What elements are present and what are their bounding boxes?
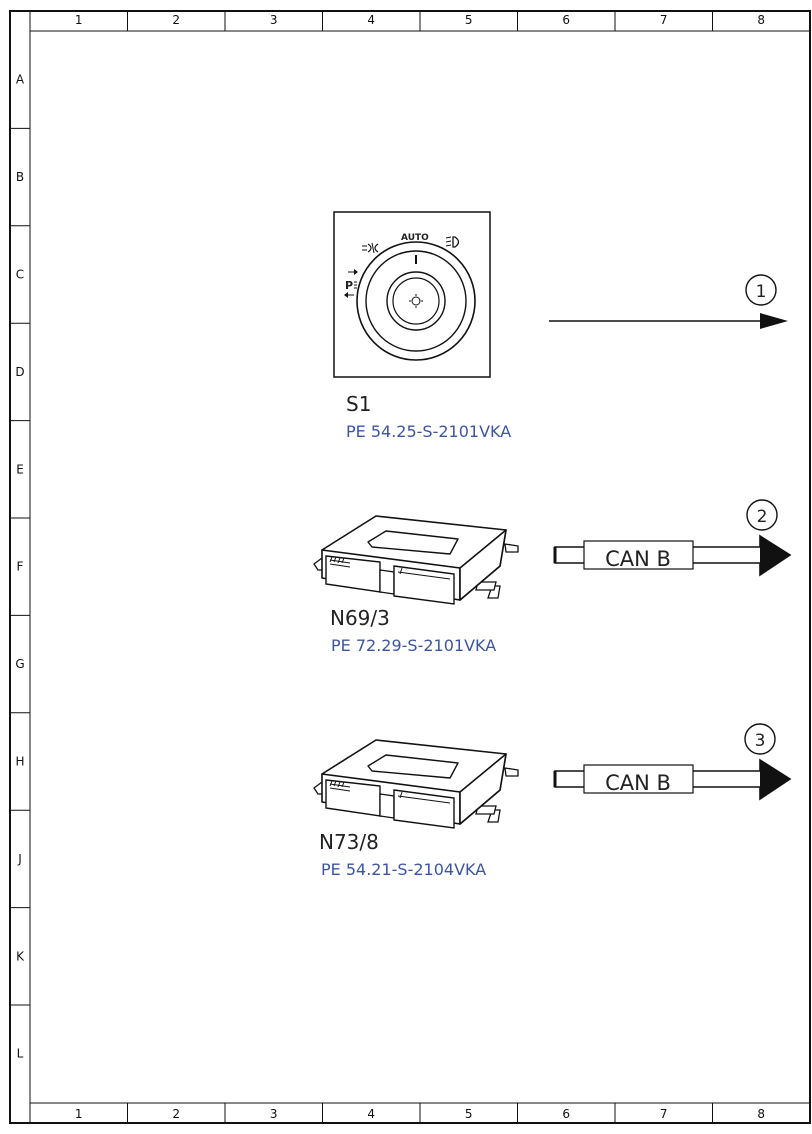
parking-label: P <box>345 279 353 292</box>
connection-3: CAN B 3 <box>553 723 792 801</box>
grid-column-label-top: 7 <box>660 13 668 27</box>
control-unit-icon <box>313 515 519 605</box>
grid-row-label: G <box>15 657 24 671</box>
connection-number: 1 <box>756 282 767 302</box>
connection-number: 3 <box>755 731 766 751</box>
grid-column-labels: 1 1 2 2 3 3 4 4 5 5 6 6 7 7 8 8 <box>75 11 765 1123</box>
bus-label: CAN B <box>605 547 671 571</box>
component-reference-n73-8[interactable]: PE 54.21-S-2104VKA <box>321 860 486 879</box>
grid-row-label: D <box>15 365 24 379</box>
grid-column-label-bottom: 3 <box>270 1107 278 1121</box>
grid-row-label: H <box>15 755 24 769</box>
component-s1[interactable]: AUTO P S1 PE 54.25-S-2101VKA <box>333 211 511 441</box>
grid-column-label-top: 4 <box>367 13 375 27</box>
control-unit-icon <box>313 739 519 829</box>
auto-label: AUTO <box>401 233 429 243</box>
connection-number-badge <box>746 499 778 531</box>
grid-row-label: B <box>16 170 24 184</box>
component-reference-n69-3[interactable]: PE 72.29-S-2101VKA <box>331 636 496 655</box>
grid-column-label-top: 1 <box>75 13 83 27</box>
component-n73-8[interactable]: N73/8 PE 54.21-S-2104VKA <box>313 739 519 879</box>
light-switch-icon <box>333 211 491 378</box>
grid-row-label: A <box>16 73 25 87</box>
grid-row-label: F <box>17 560 24 574</box>
grid-column-label-top: 6 <box>562 13 570 27</box>
bus-arrow-icon <box>760 536 790 575</box>
grid-column-label-bottom: 6 <box>562 1107 570 1121</box>
grid-column-label-top: 3 <box>270 13 278 27</box>
connection-number: 2 <box>757 507 768 527</box>
bus-label-box <box>583 764 694 794</box>
grid-column-label-bottom: 1 <box>75 1107 83 1121</box>
grid-row-label: L <box>17 1047 24 1061</box>
connection-number-badge <box>745 274 777 306</box>
component-n69-3[interactable]: N69/3 PE 72.29-S-2101VKA <box>313 515 519 655</box>
grid-column-label-top: 5 <box>465 13 473 27</box>
arrow-head-icon <box>760 313 788 329</box>
bus-arrow-icon <box>760 760 790 799</box>
connection-2: CAN B 2 <box>553 499 792 577</box>
grid-column-label-bottom: 2 <box>172 1107 180 1121</box>
bus-label: CAN B <box>605 771 671 795</box>
grid-row-label: J <box>17 852 22 866</box>
grid-row-label: E <box>16 462 24 476</box>
grid-column-label-bottom: 8 <box>757 1107 765 1121</box>
component-reference-s1[interactable]: PE 54.25-S-2101VKA <box>346 422 511 441</box>
component-code-n69-3: N69/3 <box>330 606 390 630</box>
connection-number-badge <box>744 723 776 755</box>
headlight-icon <box>445 236 460 248</box>
grid-column-label-bottom: 4 <box>367 1107 375 1121</box>
grid-column-label-bottom: 7 <box>660 1107 668 1121</box>
grid-column-label-bottom: 5 <box>465 1107 473 1121</box>
bus-label-box <box>583 540 694 570</box>
connection-1: 1 <box>549 274 788 329</box>
parking-light-icon <box>344 269 358 298</box>
grid-row-label: K <box>16 949 25 963</box>
grid-column-label-top: 8 <box>757 13 765 27</box>
grid-column-label-top: 2 <box>172 13 180 27</box>
fog-light-icon <box>362 242 379 254</box>
component-code-n73-8: N73/8 <box>319 830 379 854</box>
grid-row-label: C <box>16 268 24 282</box>
component-code-s1: S1 <box>346 392 371 416</box>
grid-row-labels: A B C D E F G H J K L <box>10 73 30 1061</box>
drawing-frame <box>9 10 811 1124</box>
